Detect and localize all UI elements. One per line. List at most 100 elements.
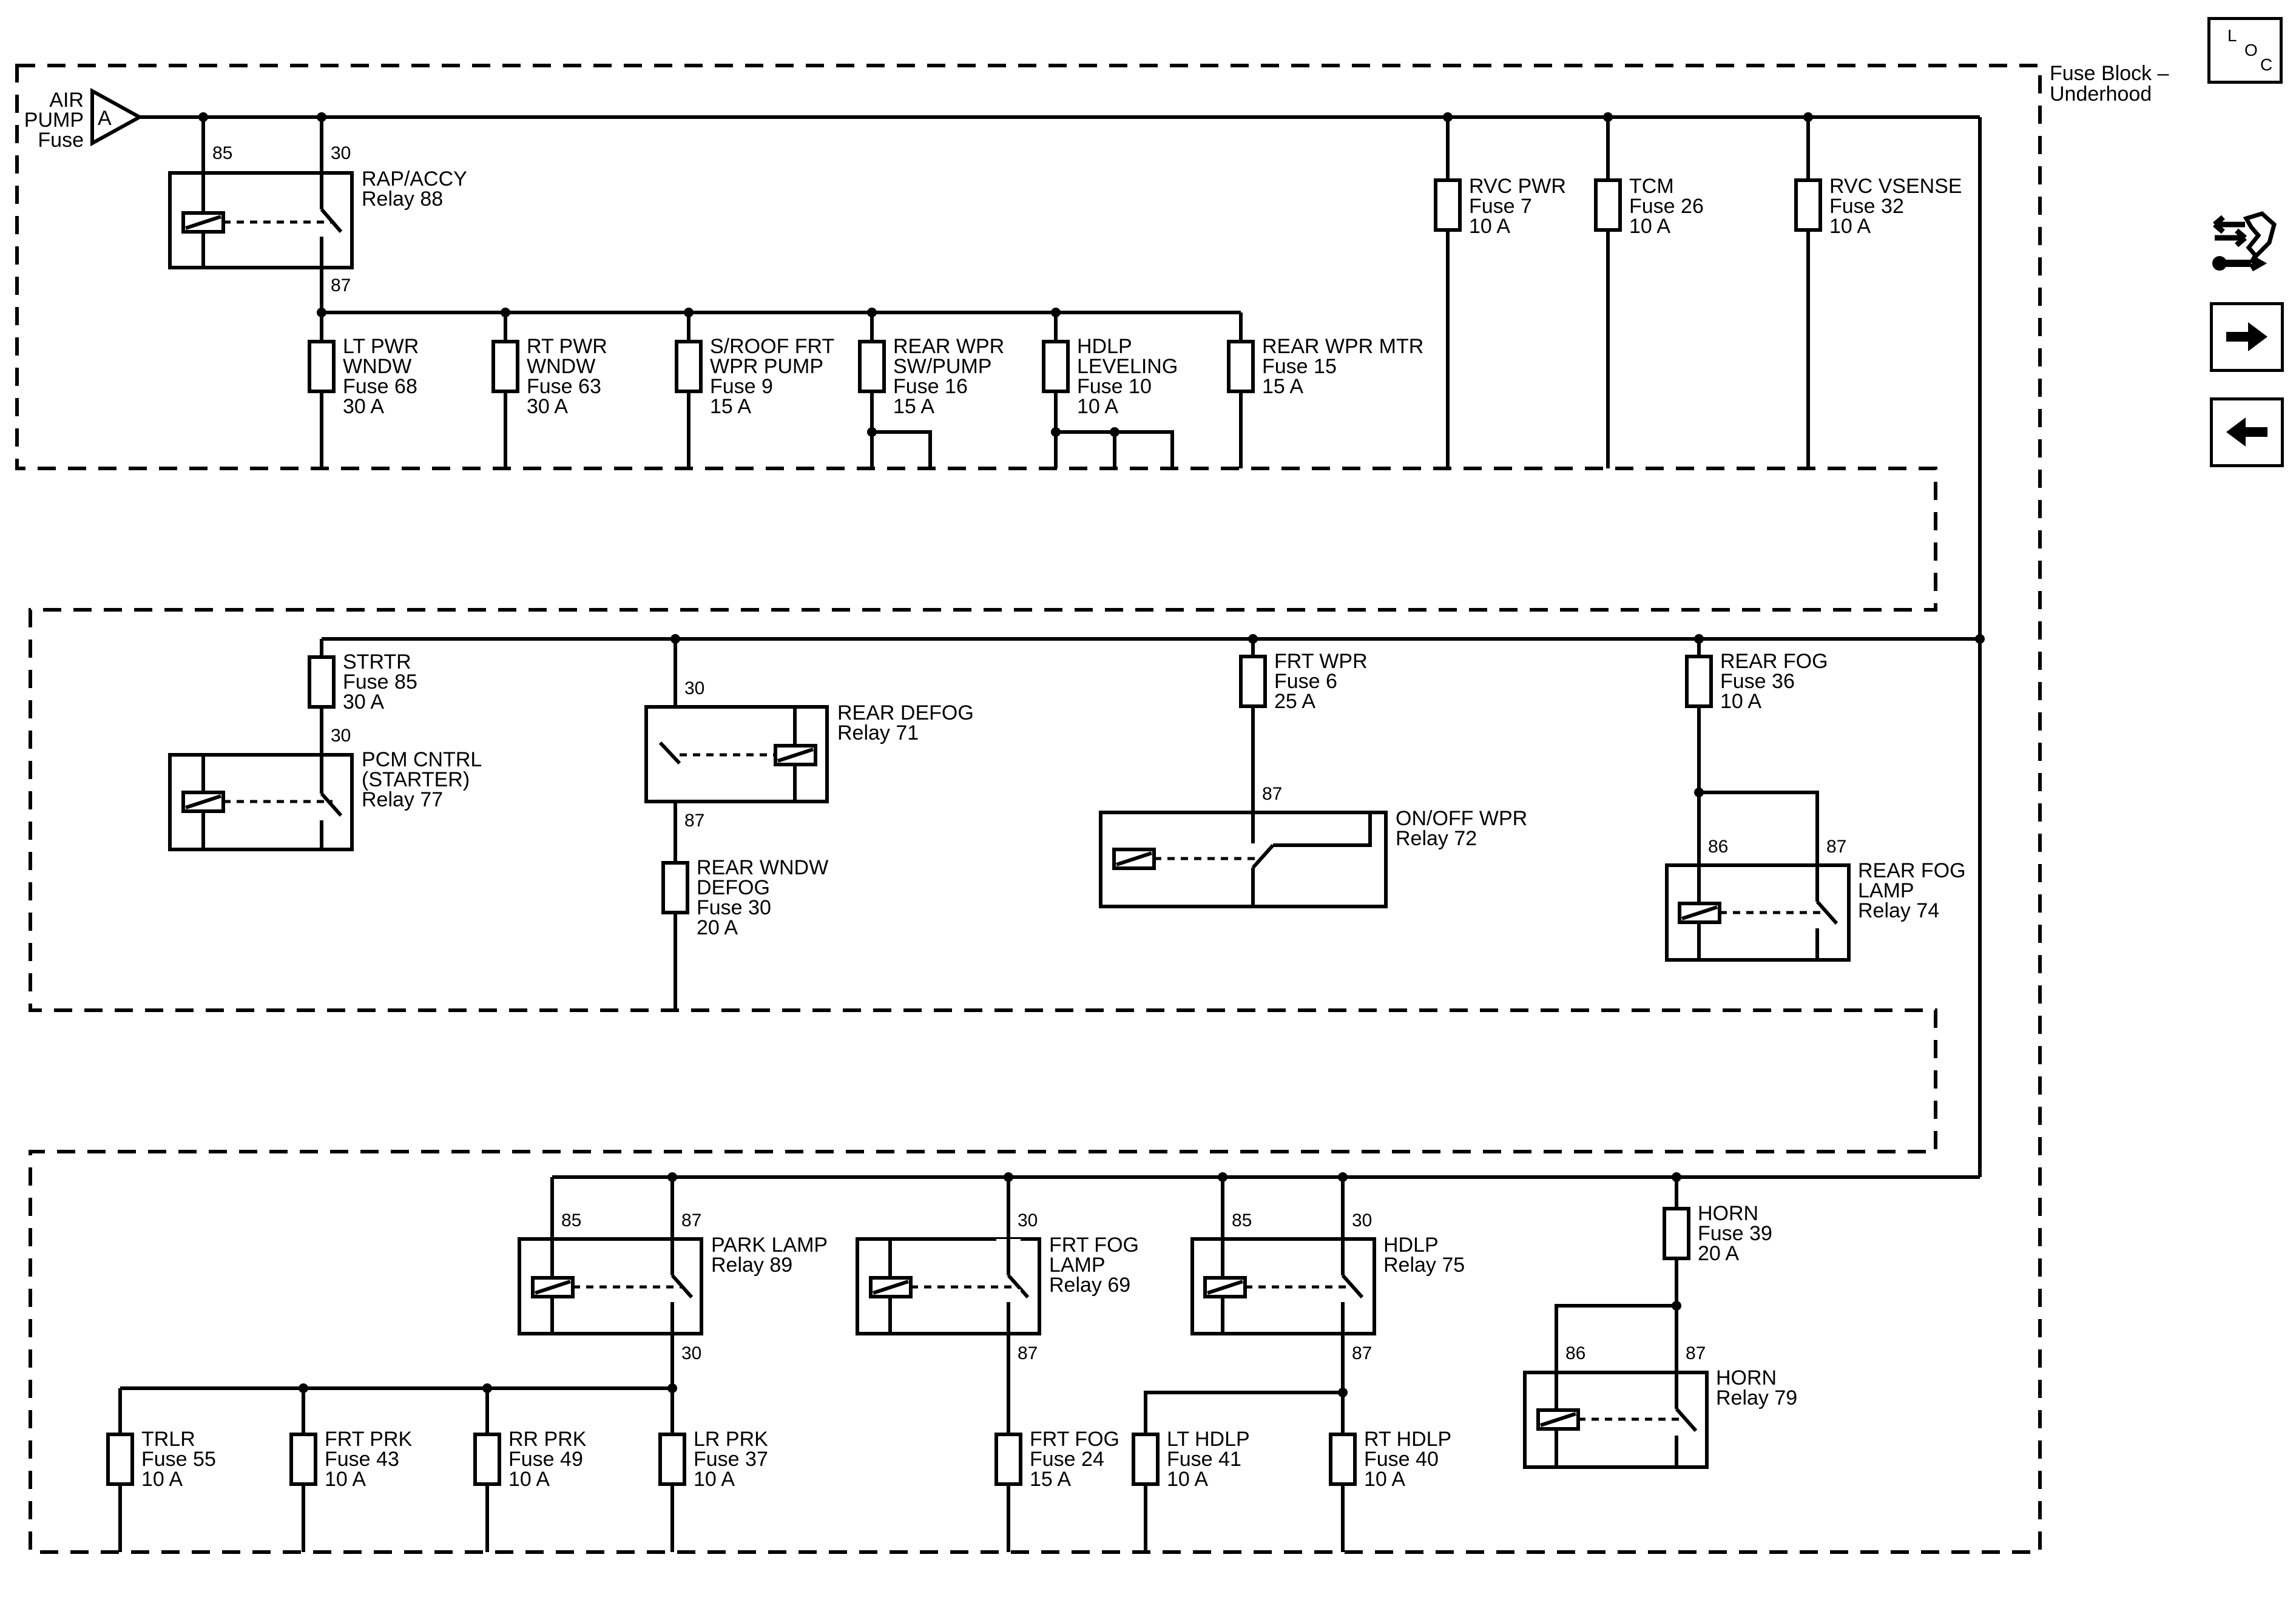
relay-name: REAR DEFOG xyxy=(837,701,974,724)
source-label-pump: PUMP xyxy=(24,109,84,132)
relay-number: Relay 89 xyxy=(711,1254,792,1277)
relay-name: ON/OFF WPR xyxy=(1396,807,1527,830)
front-wiper-circuit: FRT WPR Fuse 6 25 A 87 ON/OFF WPR Relay … xyxy=(1099,639,1527,908)
fuse-40-number: Fuse 40 xyxy=(1364,1448,1439,1471)
fuse-85-label: STRTR xyxy=(343,650,411,673)
fuse-16-number: Fuse 16 xyxy=(893,375,968,398)
relay-name: LAMP xyxy=(1858,879,1914,902)
arrow-right-icon xyxy=(2226,322,2267,351)
fuse-37 xyxy=(658,1433,686,1486)
relay-number: Relay 74 xyxy=(1858,899,1939,922)
previous-button[interactable] xyxy=(2210,397,2284,467)
rap-accy-relay: 85 30 87 RAP/ACCY Relay 88 xyxy=(168,117,467,312)
fuse-15 xyxy=(1227,340,1255,393)
fuse-26-rating: 10 A xyxy=(1629,215,1670,238)
connector-triangle xyxy=(90,87,144,147)
loc-button[interactable]: L O C xyxy=(2207,17,2283,84)
relay-name: LAMP xyxy=(1049,1254,1106,1277)
fuse-9-rating: 15 A xyxy=(710,395,751,418)
pin-85: 85 xyxy=(561,1210,581,1230)
connector-letter: A xyxy=(98,107,112,130)
bus-wiring xyxy=(140,115,1982,1179)
headlamp-circuit: 85 30 87 HDLP Relay 75 LT HDLP Fuse 41 1… xyxy=(1132,1177,1465,1552)
fuse-39-number: Fuse 39 xyxy=(1698,1222,1772,1245)
pin-30: 30 xyxy=(684,678,704,698)
source-label-fuse: Fuse xyxy=(38,129,84,152)
fuse-30 xyxy=(661,861,689,914)
fuse-16-rating: 15 A xyxy=(893,395,934,418)
fuse-30-label: REAR WNDW xyxy=(697,856,828,879)
section1-fuses: LT PWR WNDW Fuse 68 30 A RT PWR WNDW Fus… xyxy=(308,117,1962,468)
relay-name: REAR FOG xyxy=(1858,859,1966,882)
next-button[interactable] xyxy=(2210,302,2284,372)
fuse-7 xyxy=(1434,178,1462,232)
wrench-arrows-icon[interactable] xyxy=(2209,200,2281,279)
relay-number: Relay 77 xyxy=(362,788,443,811)
relay-number: Relay 88 xyxy=(362,187,443,211)
relay-number: Relay 69 xyxy=(1049,1274,1130,1297)
air-pump-fuse-source: AIR PUMP Fuse A xyxy=(24,87,144,152)
relay-name: (STARTER) xyxy=(362,768,470,791)
relay-name: RAP/ACCY xyxy=(362,167,467,191)
fuse-36 xyxy=(1685,655,1713,708)
fuse-55 xyxy=(106,1433,134,1486)
fuse-63-label: WNDW xyxy=(527,355,595,378)
fuse-32 xyxy=(1794,178,1822,232)
fuse-7-number: Fuse 7 xyxy=(1469,195,1532,218)
fuse-26 xyxy=(1594,178,1622,232)
loc-icon-letter: O xyxy=(2244,41,2258,59)
fuse-49-number: Fuse 49 xyxy=(508,1448,583,1471)
fuse-39-label: HORN xyxy=(1698,1202,1758,1225)
park-lamp-circuit: 85 87 30 PARK LAMP Relay 89 TRLR Fuse 55… xyxy=(106,1177,828,1552)
fuse-40 xyxy=(1329,1433,1357,1486)
pin-30: 30 xyxy=(681,1343,701,1363)
fuse-36-rating: 10 A xyxy=(1720,690,1761,713)
pin-87: 87 xyxy=(1686,1343,1706,1363)
source-label-air: AIR xyxy=(49,89,84,112)
fuse-26-number: Fuse 26 xyxy=(1629,195,1704,218)
arrow-left-icon xyxy=(2226,417,2267,447)
fuse-39 xyxy=(1663,1207,1690,1260)
fuse-68 xyxy=(308,340,336,393)
fuse-49-label: RR PRK xyxy=(508,1428,587,1451)
fuse-10-number: Fuse 10 xyxy=(1077,375,1152,398)
pin-87: 87 xyxy=(331,275,351,295)
fuse-10 xyxy=(1042,340,1070,393)
fuse-68-label: LT PWR xyxy=(343,335,419,358)
fuse-32-label: RVC VSENSE xyxy=(1829,175,1962,198)
fuse-55-rating: 10 A xyxy=(141,1468,183,1491)
fuse-41-label: LT HDLP xyxy=(1167,1428,1250,1451)
junction-dots xyxy=(198,112,1985,1397)
fuse-37-rating: 10 A xyxy=(694,1468,735,1491)
relay-number: Relay 71 xyxy=(837,721,919,744)
pin-85: 85 xyxy=(1232,1210,1252,1230)
fuse-6-number: Fuse 6 xyxy=(1274,670,1337,693)
fuse-16-label: SW/PUMP xyxy=(893,355,991,378)
pin-30: 30 xyxy=(1352,1210,1372,1230)
pin-87: 87 xyxy=(681,1210,701,1230)
fuse-7-rating: 10 A xyxy=(1469,215,1510,238)
fuse-43-rating: 10 A xyxy=(325,1468,366,1491)
pin-30: 30 xyxy=(331,726,351,746)
loc-icon-letter: C xyxy=(2260,55,2273,74)
fuse-9-label: WPR PUMP xyxy=(710,355,823,378)
fuse-37-number: Fuse 37 xyxy=(694,1448,768,1471)
fuse-10-label: LEVELING xyxy=(1077,355,1178,378)
fuse-6 xyxy=(1239,655,1267,708)
fuse-49-rating: 10 A xyxy=(508,1468,550,1491)
fuse-9 xyxy=(675,340,703,393)
fuse-6-label: FRT WPR xyxy=(1274,650,1368,673)
fuse-43-number: Fuse 43 xyxy=(325,1448,399,1471)
fuse-24 xyxy=(994,1433,1022,1486)
fuse-26-label: TCM xyxy=(1629,175,1674,198)
fuse-10-label: HDLP xyxy=(1077,335,1132,358)
fuse-9-number: Fuse 9 xyxy=(710,375,773,398)
fuse-85-number: Fuse 85 xyxy=(343,670,417,694)
fuse-36-label: REAR FOG xyxy=(1720,650,1828,673)
fuse-85 xyxy=(308,655,336,709)
fuse-9-label: S/ROOF FRT xyxy=(710,335,834,358)
relay-number: Relay 79 xyxy=(1716,1386,1797,1409)
rear-defog-circuit: 30 87 REAR DEFOG Relay 71 REAR WNDW DEFO… xyxy=(644,639,974,1010)
pin-86: 86 xyxy=(1708,837,1728,857)
